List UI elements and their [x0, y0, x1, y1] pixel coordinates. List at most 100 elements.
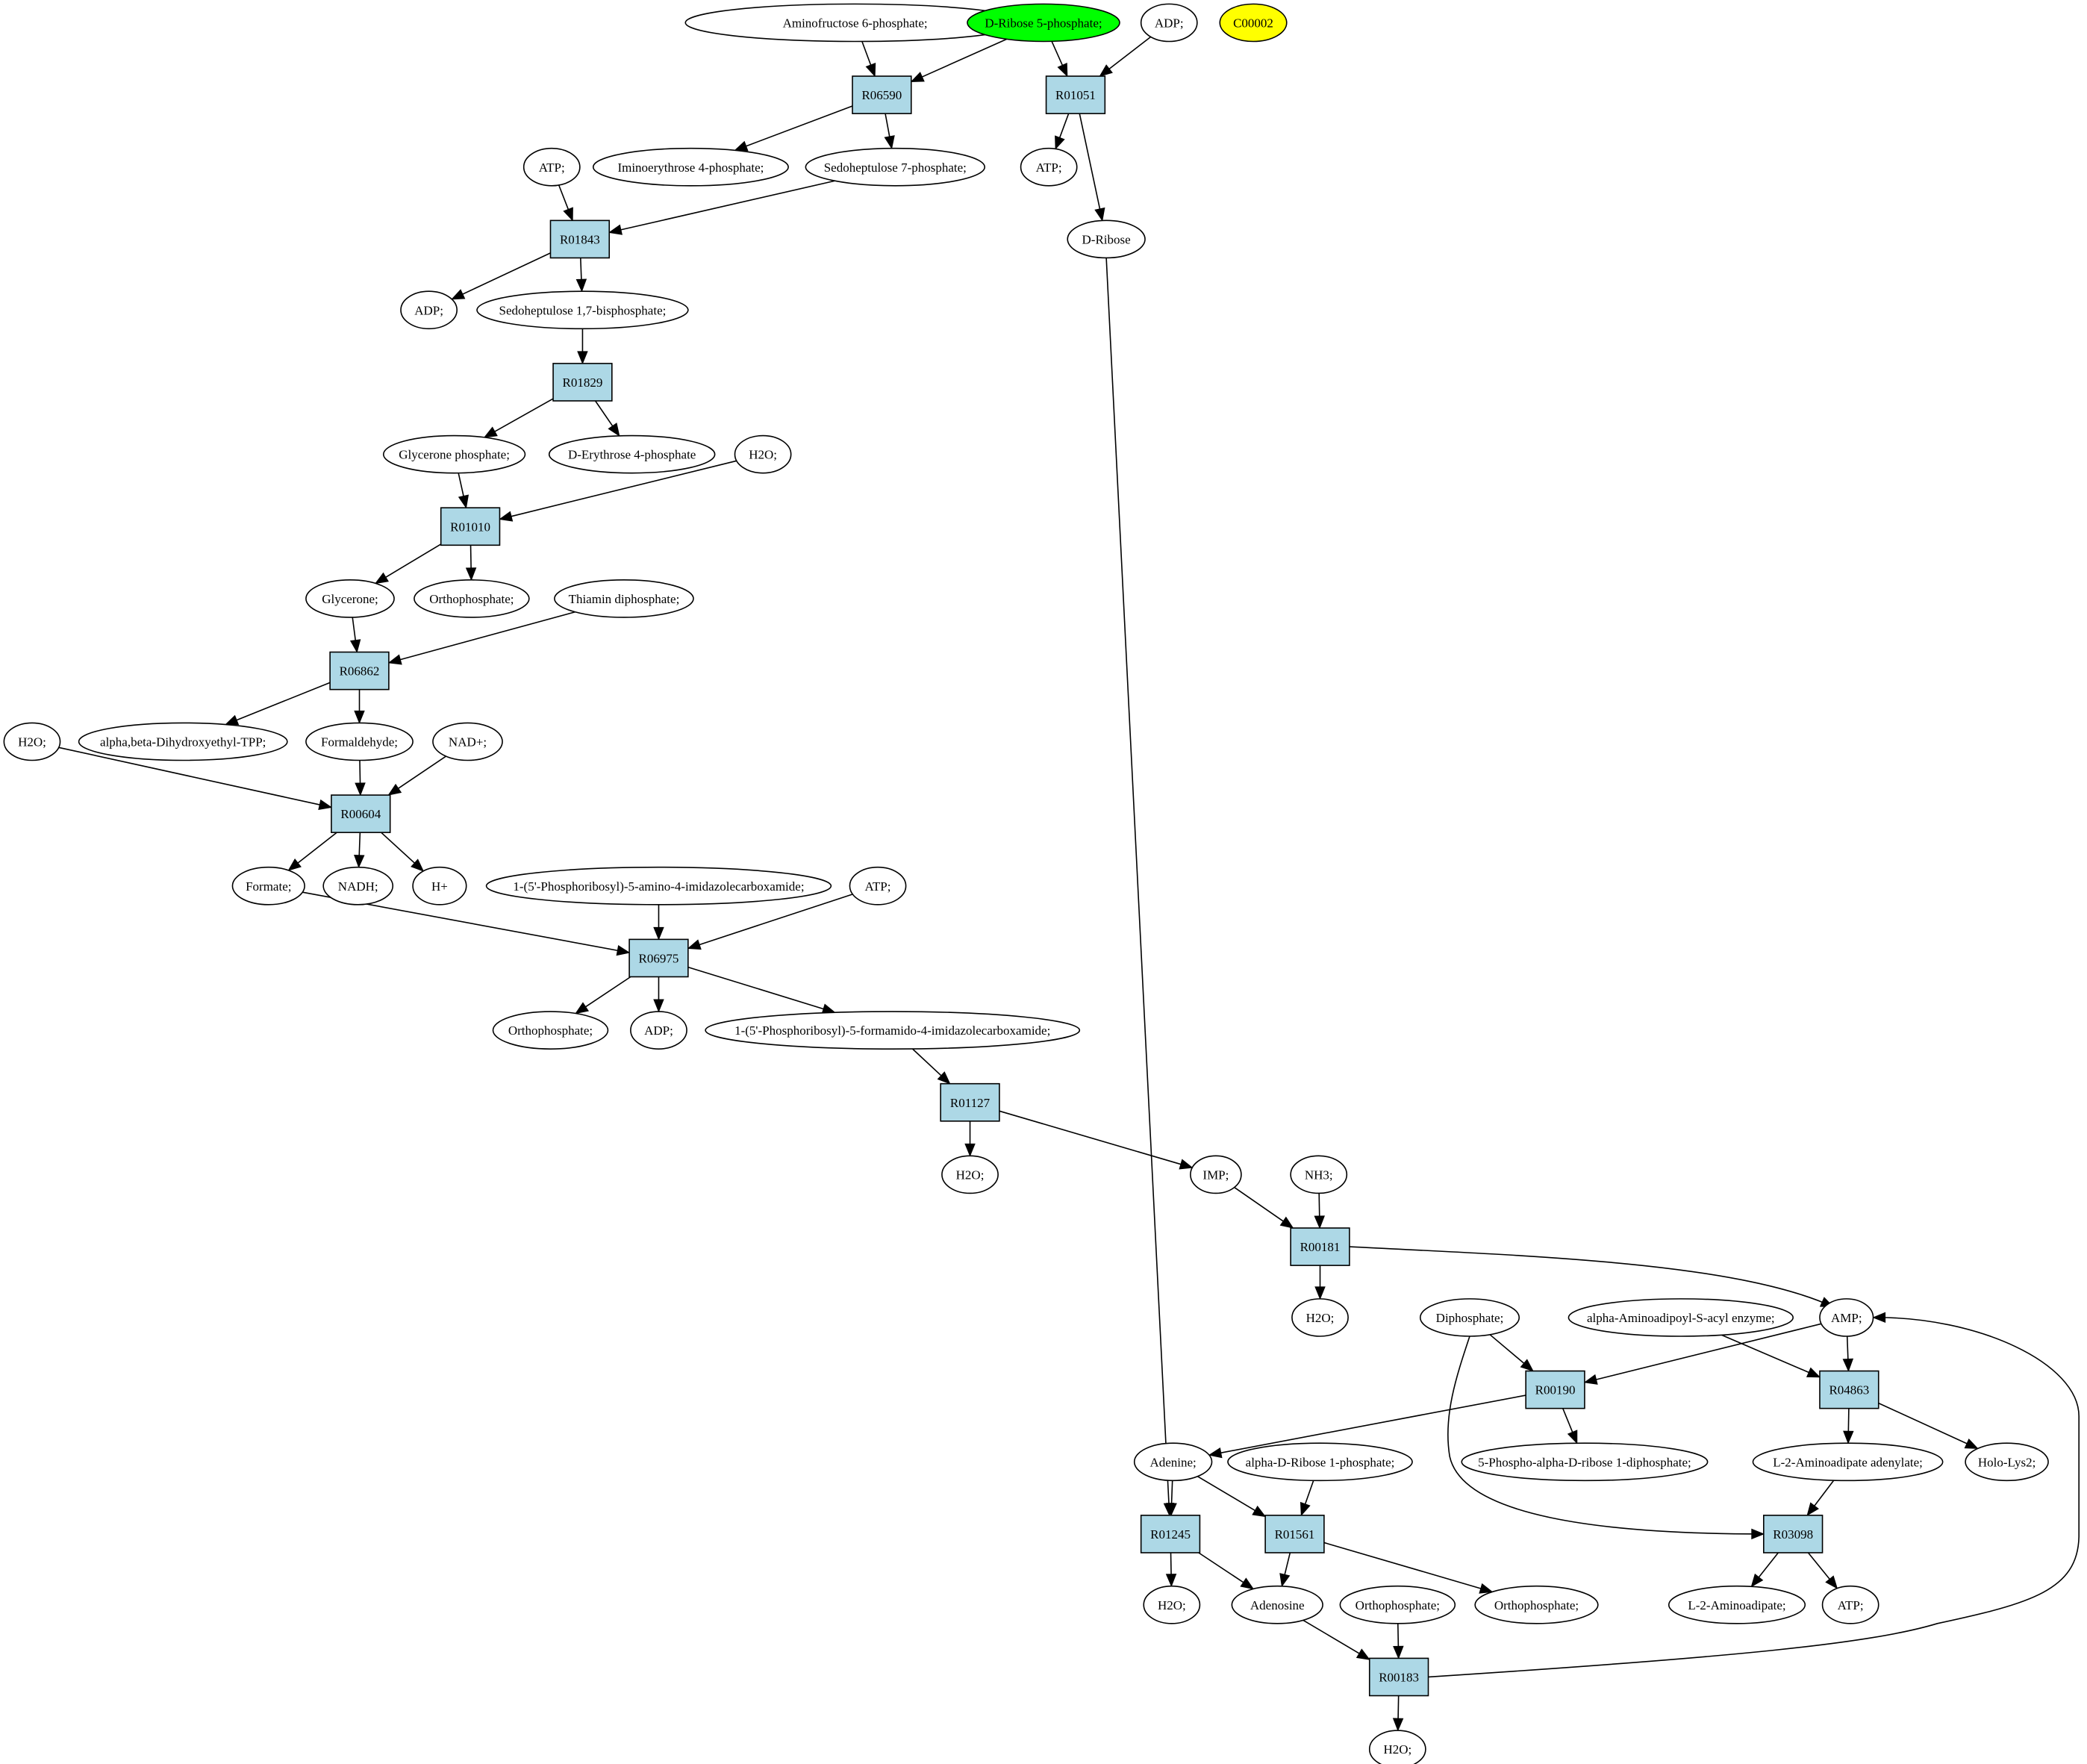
- compound-node-atp-1[interactable]: ATP;: [522, 147, 581, 187]
- node-label: Formate;: [246, 879, 291, 894]
- compound-node-atp-4[interactable]: ATP;: [1821, 1585, 1879, 1624]
- node-label: Thiamin diphosphate;: [569, 592, 680, 606]
- compound-node-l2aa[interactable]: L-2-Aminoadipate;: [1668, 1585, 1806, 1624]
- reaction-node-r00181[interactable]: R00181: [1290, 1227, 1350, 1266]
- compound-node-sedo17bp[interactable]: Sedoheptulose 1,7-bisphosphate;: [476, 290, 689, 330]
- node-label: AMP;: [1831, 1311, 1862, 1325]
- compound-node-formaldehyde[interactable]: Formaldehyde;: [305, 722, 414, 761]
- reaction-box: [331, 794, 391, 833]
- compound-ellipse: [322, 866, 394, 906]
- compound-ellipse: [1231, 1585, 1323, 1624]
- compound-node-diphosphate[interactable]: Diphosphate;: [1419, 1298, 1520, 1337]
- compound-node-aaa-enzyme[interactable]: alpha-Aminoadipoyl-S-acyl enzyme;: [1567, 1298, 1794, 1337]
- compound-node-iminoerythrose[interactable]: Iminoerythrose 4-phosphate;: [592, 147, 789, 187]
- compound-ellipse: [941, 1155, 999, 1194]
- compound-node-h2o-1[interactable]: H2O;: [734, 434, 792, 474]
- node-label: R01829: [563, 375, 603, 390]
- compound-node-adp-3[interactable]: ADP;: [630, 1011, 687, 1050]
- compound-node-ortho-3[interactable]: Orthophosphate;: [1339, 1585, 1456, 1624]
- compound-node-dribose5p[interactable]: D-Ribose 5-phosphate;: [967, 3, 1120, 43]
- compound-node-ortho-2[interactable]: Orthophosphate;: [492, 1011, 609, 1050]
- edge-r-R01561-to-n-ortho-4: [1323, 1542, 1482, 1590]
- compound-node-imp[interactable]: IMP;: [1190, 1155, 1242, 1194]
- compound-node-holo-lys2[interactable]: Holo-Lys2;: [1965, 1442, 2049, 1482]
- compound-node-dribose[interactable]: D-Ribose: [1067, 219, 1146, 259]
- reaction-node-r06862[interactable]: R06862: [329, 651, 390, 691]
- compound-ellipse: [554, 579, 694, 618]
- compound-node-atp-2[interactable]: ATP;: [1020, 147, 1078, 187]
- compound-node-aminofructose[interactable]: Aminofructose 6-phosphate;: [684, 3, 1026, 43]
- edge-r-R00604-to-n-nadh: [358, 832, 361, 857]
- edge-r-R03098-to-n-l2aa-arrow: [1750, 1573, 1764, 1588]
- edge-n-formate-to-r-R06975-arrow: [616, 945, 631, 956]
- compound-node-glycerone[interactable]: Glycerone;: [305, 579, 395, 618]
- edge-r-R01010-to-n-glycerone: [384, 543, 442, 579]
- compound-node-h2o-3[interactable]: H2O;: [941, 1155, 999, 1194]
- node-label: R00190: [1535, 1383, 1576, 1397]
- compound-ellipse: [630, 1011, 687, 1050]
- node-label: R01010: [450, 520, 490, 534]
- compound-node-h2o-2[interactable]: H2O;: [3, 722, 61, 761]
- reaction-node-r01245[interactable]: R01245: [1140, 1515, 1201, 1553]
- edge-n-aicar-to-r-R06975-arrow: [653, 926, 664, 941]
- compound-node-adenine[interactable]: Adenine;: [1133, 1442, 1213, 1482]
- edge-n-formaldehyde-to-r-R00604: [359, 760, 361, 785]
- compound-node-adenosine[interactable]: Adenosine: [1231, 1585, 1323, 1624]
- edge-n-amp-to-r-R00190-arrow: [1583, 1374, 1598, 1385]
- edge-n-atp-3-to-r-R06975: [697, 894, 853, 946]
- reaction-box: [440, 507, 501, 546]
- edge-r-R04863-to-n-holo-lys2-arrow: [1964, 1438, 1979, 1449]
- edge-r-R04863-to-n-holo-lys2: [1878, 1402, 1969, 1445]
- reaction-node-r01010[interactable]: R01010: [440, 507, 501, 546]
- reaction-node-r01829[interactable]: R01829: [552, 363, 613, 402]
- compound-node-ortho-1[interactable]: Orthophosphate;: [414, 579, 530, 618]
- compound-node-adp-2[interactable]: ADP;: [400, 290, 458, 330]
- reaction-node-r04863[interactable]: R04863: [1819, 1370, 1879, 1409]
- reaction-node-r01127[interactable]: R01127: [940, 1082, 1000, 1122]
- compound-node-nad[interactable]: NAD+;: [432, 722, 503, 761]
- compound-node-hplus[interactable]: H+: [412, 866, 467, 906]
- reaction-node-r00604[interactable]: R00604: [331, 794, 391, 833]
- reaction-node-r06975[interactable]: R06975: [628, 938, 689, 978]
- compound-node-c00002[interactable]: C00002: [1219, 3, 1288, 43]
- edge-n-atp-3-to-r-R06975-arrow: [687, 939, 702, 950]
- reaction-node-r03098[interactable]: R03098: [1763, 1515, 1824, 1553]
- node-label: C00002: [1233, 16, 1273, 30]
- compound-node-prpp[interactable]: 5-Phospho-alpha-D-ribose 1-diphosphate;: [1461, 1442, 1709, 1482]
- compound-node-nadh[interactable]: NADH;: [322, 866, 394, 906]
- edge-r-R01010-to-n-ortho-1: [470, 545, 472, 570]
- node-label: Formaldehyde;: [321, 735, 398, 749]
- compound-node-aicar[interactable]: 1-(5'-Phosphoribosyl)-5-amino-4-imidazol…: [485, 866, 832, 906]
- compound-node-sedo7p[interactable]: Sedoheptulose 7-phosphate;: [805, 147, 986, 187]
- compound-node-formate[interactable]: Formate;: [231, 866, 305, 906]
- compound-node-erythrose4p[interactable]: D-Erythrose 4-phosphate: [548, 434, 716, 474]
- reaction-node-r06590[interactable]: R06590: [852, 75, 912, 114]
- compound-node-l2aa-adenylate[interactable]: L-2-Aminoadipate adenylate;: [1752, 1442, 1944, 1482]
- compound-ellipse: [1227, 1442, 1413, 1482]
- reaction-node-r01843[interactable]: R01843: [549, 219, 611, 259]
- compound-node-h2o-5[interactable]: H2O;: [1143, 1585, 1201, 1624]
- reaction-node-r00183[interactable]: R00183: [1368, 1657, 1429, 1697]
- compound-node-nh3[interactable]: NH3;: [1290, 1155, 1348, 1194]
- reaction-node-r01561[interactable]: R01561: [1264, 1515, 1325, 1553]
- compound-node-h2o-4[interactable]: H2O;: [1291, 1298, 1349, 1337]
- reaction-box: [549, 219, 611, 259]
- compound-node-ortho-4[interactable]: Orthophosphate;: [1474, 1585, 1599, 1624]
- edge-r-R01843-to-n-adp-2-arrow: [451, 289, 466, 300]
- compound-node-thiamin[interactable]: Thiamin diphosphate;: [554, 579, 694, 618]
- compound-node-atp-3[interactable]: ATP;: [849, 866, 907, 906]
- compound-node-h2o-6[interactable]: H2O;: [1368, 1730, 1426, 1764]
- compound-node-adp-top[interactable]: ADP;: [1140, 3, 1198, 43]
- compound-node-amp[interactable]: AMP;: [1819, 1298, 1874, 1337]
- reaction-node-r01051[interactable]: R01051: [1045, 75, 1106, 114]
- compound-node-ab-dhe-tpp[interactable]: alpha,beta-Dihydroxyethyl-TPP;: [78, 722, 288, 761]
- edge-r-R03098-to-n-l2aa: [1757, 1552, 1779, 1579]
- node-label: ATP;: [1838, 1598, 1864, 1612]
- edge-r-R06975-to-n-faicar: [687, 966, 826, 1010]
- compound-ellipse: [1020, 147, 1078, 187]
- compound-ellipse: [382, 434, 526, 474]
- compound-node-adr1p[interactable]: alpha-D-Ribose 1-phosphate;: [1227, 1442, 1413, 1482]
- compound-node-faicar[interactable]: 1-(5'-Phosphoribosyl)-5-formamido-4-imid…: [705, 1011, 1081, 1050]
- reaction-node-r00190[interactable]: R00190: [1525, 1370, 1585, 1409]
- compound-node-glycerone-p[interactable]: Glycerone phosphate;: [382, 434, 526, 474]
